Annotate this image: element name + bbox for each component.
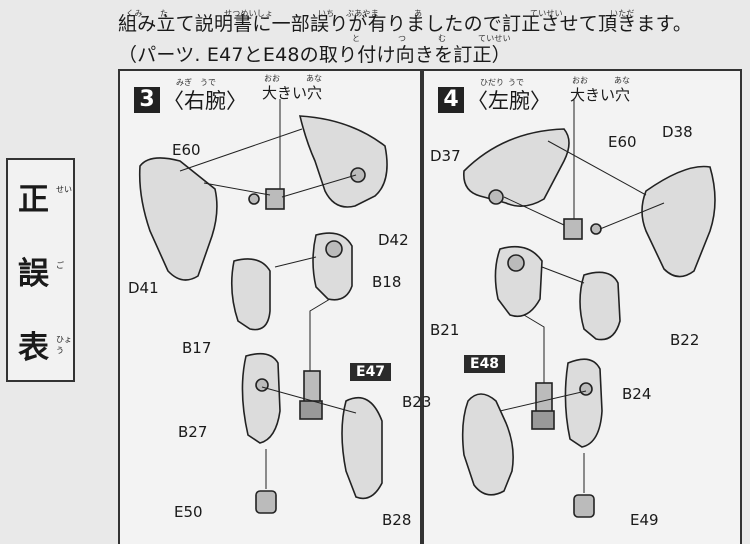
part-label-e48: E48 bbox=[464, 355, 506, 373]
step-title: 〈右腕〉 bbox=[163, 89, 247, 113]
part-label-b21: B21 bbox=[430, 321, 460, 339]
step-4-header: 4 〈左腕〉 bbox=[438, 85, 551, 115]
hole-label: 大きい穴 bbox=[262, 84, 323, 102]
hole-label: 大きい穴 bbox=[570, 86, 631, 104]
d41-part bbox=[138, 157, 218, 281]
step-number: 4 bbox=[438, 87, 464, 113]
hole-ruby: おお bbox=[264, 74, 280, 83]
b24-socket bbox=[579, 382, 593, 396]
furigana: ていせい bbox=[530, 9, 563, 18]
b23-part bbox=[461, 393, 514, 496]
furigana: いち bbox=[318, 9, 335, 18]
d37-peg bbox=[488, 189, 504, 205]
e50-part bbox=[255, 490, 277, 514]
furigana: と bbox=[352, 34, 361, 43]
part-label-d41: D41 bbox=[128, 279, 159, 297]
part-label-e50: E50 bbox=[174, 503, 203, 521]
part-label-d42: D42 bbox=[378, 231, 409, 249]
e60-ball bbox=[248, 193, 260, 205]
sidebar-char: 正 bbox=[18, 182, 49, 218]
b18-socket bbox=[325, 240, 343, 258]
errata-sidebar: 正 せい 誤 ご 表 ひょう bbox=[6, 158, 75, 382]
right-arm-diagram bbox=[138, 99, 388, 514]
b22-part bbox=[579, 271, 621, 341]
step-3-panel: 3 〈右腕〉 みぎ うで おお あな 大きい穴 E60 D41 D42 B17 … bbox=[118, 69, 422, 544]
part-label-e49: E49 bbox=[630, 511, 659, 529]
e47-base bbox=[299, 400, 323, 420]
d42-part bbox=[298, 115, 388, 208]
d38-part bbox=[641, 165, 716, 278]
part-label-e60: E60 bbox=[172, 141, 201, 159]
notice-text-2: （パーツ. E47とE48の取り付け向きを訂正） bbox=[118, 44, 511, 66]
step-4-panel: 4 〈左腕〉 ひだり うで おお あな 大きい穴 D37 E60 D38 B21… bbox=[422, 69, 742, 544]
d42-peg bbox=[350, 167, 366, 183]
b28-part bbox=[341, 396, 383, 500]
notice-text-1: 組み立て説明書に一部誤りが有りましたので訂正させて頂きます。 bbox=[118, 13, 693, 35]
furigana: ていせい bbox=[478, 34, 511, 43]
step-number: 3 bbox=[134, 87, 160, 113]
furigana: た bbox=[160, 9, 169, 18]
sidebar-ruby: ご bbox=[56, 261, 64, 270]
hole-ruby: おお bbox=[572, 76, 588, 85]
part-label-d37: D37 bbox=[430, 147, 461, 165]
b21-socket bbox=[507, 254, 525, 272]
part-label-b23: B23 bbox=[402, 393, 432, 411]
left-arm-diagram bbox=[461, 99, 716, 518]
e60-part bbox=[265, 188, 285, 210]
sidebar-ruby: ひょう bbox=[56, 335, 72, 355]
furigana: つ bbox=[398, 34, 407, 43]
b27-part bbox=[241, 352, 281, 444]
sidebar-char: 誤 bbox=[18, 256, 49, 292]
furigana: せつめいしょ bbox=[224, 9, 274, 18]
furigana: む bbox=[438, 34, 447, 43]
notice-line-2: （パーツ. E47とE48の取り付け向きを訂正） と つ む ていせい bbox=[118, 34, 511, 67]
part-label-e60: E60 bbox=[608, 133, 637, 151]
b27-socket bbox=[255, 378, 269, 392]
furigana: くみ bbox=[126, 9, 143, 18]
b21-part bbox=[494, 245, 543, 318]
notice-line-1: 組み立て説明書に一部誤りが有りましたので訂正させて頂きます。 くみ た せつめい… bbox=[118, 9, 692, 36]
furigana: あ bbox=[414, 9, 423, 18]
e60-part bbox=[563, 218, 583, 240]
part-label-d38: D38 bbox=[662, 123, 693, 141]
e48-base bbox=[531, 410, 555, 430]
part-label-b24: B24 bbox=[622, 385, 652, 403]
b24-part bbox=[564, 358, 603, 448]
e49-part bbox=[573, 494, 595, 518]
sidebar-char: 表 bbox=[18, 330, 49, 366]
b17-part bbox=[230, 258, 271, 331]
part-label-b28: B28 bbox=[382, 511, 412, 529]
furigana: ぶあやま bbox=[346, 9, 379, 18]
step-3-header: 3 〈右腕〉 bbox=[134, 85, 247, 115]
d37-part bbox=[463, 128, 570, 207]
part-label-b22: B22 bbox=[670, 331, 700, 349]
step-title: 〈左腕〉 bbox=[467, 89, 551, 113]
hole-ruby: あな bbox=[306, 74, 322, 83]
title-ruby: うで bbox=[200, 78, 216, 87]
part-label-e47: E47 bbox=[350, 363, 392, 381]
furigana: いただ bbox=[610, 9, 635, 18]
hole-ruby: あな bbox=[614, 76, 630, 85]
part-label-b17: B17 bbox=[182, 339, 212, 357]
title-ruby: みぎ bbox=[176, 78, 192, 87]
title-ruby: うで bbox=[508, 78, 524, 87]
e60-ball bbox=[590, 223, 602, 235]
sidebar-ruby: せい bbox=[56, 185, 72, 194]
part-label-b27: B27 bbox=[178, 423, 208, 441]
part-label-b18: B18 bbox=[372, 273, 402, 291]
title-ruby: ひだり bbox=[480, 78, 504, 87]
